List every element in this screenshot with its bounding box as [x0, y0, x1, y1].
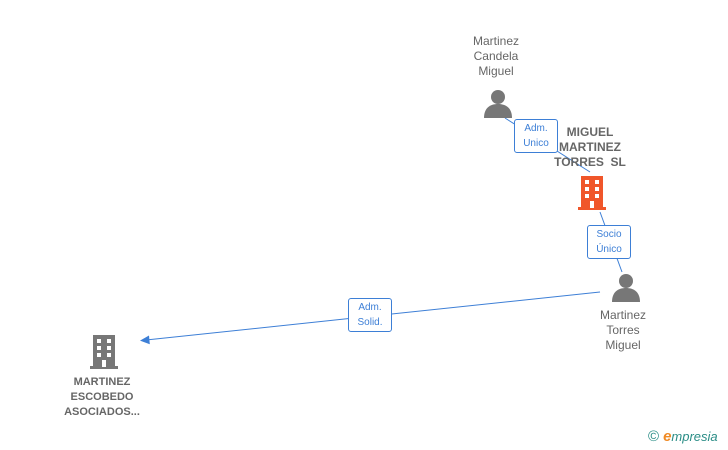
edge-label-adm-unico[interactable]: Adm. Unico — [514, 119, 558, 153]
copyright-icon: © — [648, 428, 660, 445]
edge-label-line: Único — [596, 244, 622, 255]
node-label-line: MARTINEZ — [73, 376, 131, 388]
node-label-line: TORRES SL — [554, 155, 626, 169]
node-label-line: Martinez — [599, 308, 646, 322]
person-icon[interactable] — [483, 88, 513, 118]
node-label-company-main: MIGUEL MARTINEZ TORRES SL — [525, 125, 655, 170]
brand-e: e — [663, 428, 672, 445]
node-label-line: ASOCIADOS... — [64, 406, 140, 418]
node-label-line: ESCOBEDO — [70, 391, 134, 403]
node-label-escobedo: MARTINEZ ESCOBEDO ASOCIADOS... — [37, 375, 167, 420]
edge-label-socio-unico[interactable]: Socio Único — [587, 225, 631, 259]
brand-rest: mpresia — [671, 429, 718, 444]
building-icon[interactable] — [88, 335, 120, 369]
edge-label-line: Adm. — [358, 302, 382, 313]
edge-label-line: Solid. — [357, 317, 383, 328]
arrowhead-icon — [140, 335, 150, 345]
edge-label-adm-solid[interactable]: Adm. Solid. — [348, 298, 392, 332]
node-label-line: Miguel — [605, 338, 641, 352]
edge-label-line: Adm. — [524, 123, 548, 134]
node-label-line: Torres — [606, 323, 640, 337]
brand-logo: ©empresia — [648, 428, 718, 445]
building-icon[interactable] — [576, 176, 608, 210]
node-label-line: Miguel — [478, 64, 514, 78]
person-icon[interactable] — [611, 272, 641, 302]
node-label-candela: Martinez Candela Miguel — [431, 34, 561, 79]
node-label-line: Martinez — [472, 34, 519, 48]
edge-label-line: Socio — [596, 229, 622, 240]
node-label-torres: Martinez Torres Miguel — [558, 308, 688, 353]
node-label-line: MARTINEZ — [559, 140, 621, 154]
node-label-line: Candela — [473, 49, 519, 63]
edge-label-line: Unico — [523, 138, 549, 149]
node-label-line: MIGUEL — [566, 125, 614, 139]
